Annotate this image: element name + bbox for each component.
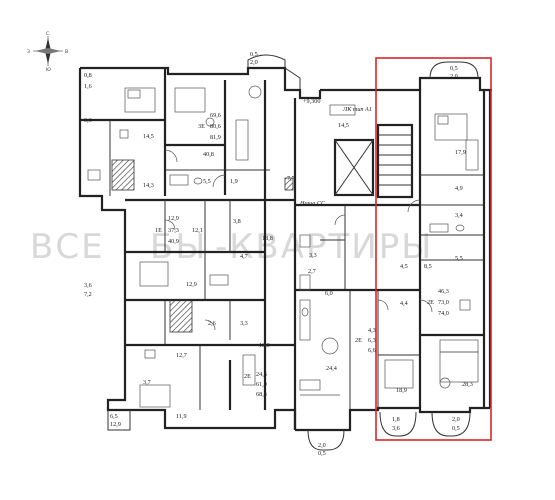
- furniture: [87, 85, 479, 408]
- room-label: 1Е: [155, 227, 162, 234]
- room-label: 0,5: [450, 65, 458, 72]
- niche-label: Ниша СС: [299, 200, 326, 207]
- room-label: 3,3: [240, 320, 248, 327]
- room-label: 80,6: [210, 123, 221, 130]
- room-label: 14,3: [143, 182, 154, 189]
- room-label: 12,9: [110, 421, 121, 428]
- room-label: 81,9: [210, 134, 221, 141]
- room-label: 0,5: [452, 425, 460, 432]
- room-label: 13,9: [259, 342, 270, 349]
- room-label: 2,6: [208, 320, 216, 327]
- room-label: 6,6: [368, 347, 376, 354]
- doors: [164, 149, 433, 331]
- balconies: [107, 54, 479, 451]
- room-label: 2,0: [318, 442, 326, 449]
- room-label: 5,5: [455, 255, 463, 262]
- room-label: 8,5: [424, 263, 432, 270]
- room-label: 2,7: [308, 268, 316, 275]
- selected-apartment-outline: [375, 57, 492, 441]
- apartment-type-label: ЛК тип А1: [342, 106, 372, 113]
- room-label: 6,0: [325, 290, 333, 297]
- room-label: 0,5: [318, 450, 326, 457]
- room-label: 24,4: [326, 365, 337, 372]
- room-label: 2Е: [355, 337, 362, 344]
- room-label: 68,4: [256, 391, 267, 398]
- room-label: 4,7: [240, 253, 248, 260]
- watermark: ВСЕ: [30, 227, 105, 267]
- hatched-elements: [111, 159, 294, 333]
- room-label: 3Е: [198, 123, 205, 130]
- room-label: 3,6: [84, 117, 92, 124]
- compass-north: С: [46, 31, 49, 37]
- watermark-3: -КВАРТИРЫ: [215, 227, 433, 267]
- room-label: 40,9: [168, 238, 179, 245]
- room-label: 61,9: [256, 381, 267, 388]
- room-label: 2,0: [250, 59, 258, 66]
- room-label: 73,0: [438, 299, 449, 306]
- room-label: 12,1: [192, 227, 203, 234]
- room-label: 4,9: [455, 185, 463, 192]
- room-label: 3,8: [233, 218, 241, 225]
- room-label: 6,5: [110, 413, 118, 420]
- room-label: 2Е: [244, 373, 251, 380]
- room-label: 11,9: [176, 413, 187, 420]
- room-label: 28,3: [462, 381, 473, 388]
- room-label: 24,6: [256, 371, 267, 378]
- room-label: 17,9: [455, 149, 466, 156]
- compass-south: Ю: [46, 67, 51, 73]
- room-label: 14,5: [143, 133, 154, 140]
- outer-walls: [78, 66, 492, 432]
- room-label: 40,8: [203, 151, 214, 158]
- room-label: 2,0: [450, 73, 458, 80]
- room-label: 1,8: [392, 416, 400, 423]
- room-label: 2,0: [452, 416, 460, 423]
- room-label: 7,2: [84, 291, 92, 298]
- room-label: 5,5: [203, 178, 211, 185]
- room-label: 1,9: [230, 178, 238, 185]
- room-label: 18,9: [396, 387, 407, 394]
- room-label: 12,7: [176, 352, 187, 359]
- room-label: 74,0: [438, 310, 449, 317]
- room-label: 3,4: [455, 212, 463, 219]
- room-label: 4,3: [368, 327, 376, 334]
- room-label: 0,8: [84, 72, 92, 79]
- room-label: 18,8: [262, 235, 273, 242]
- room-label: 3,7: [143, 379, 151, 386]
- elevation-mark: +9,300: [303, 98, 320, 105]
- room-label: 3,6: [84, 282, 92, 289]
- room-label: 12,9: [186, 281, 197, 288]
- room-label: 4,5: [400, 263, 408, 270]
- room-label: 3,3: [309, 252, 317, 259]
- room-label: 4,4: [400, 300, 408, 307]
- room-label: 37,3: [168, 227, 179, 234]
- room-label: 46,3: [438, 288, 449, 295]
- room-label: 6,3: [368, 337, 376, 344]
- room-label: 2Е: [427, 299, 434, 306]
- room-label: 1,6: [84, 83, 92, 90]
- interior-walls: [80, 68, 484, 430]
- room-label: 14,5: [338, 122, 349, 129]
- room-label: 12,9: [168, 215, 179, 222]
- room-label: 69,6: [210, 112, 221, 119]
- room-label: 3,6: [392, 425, 400, 432]
- compass-west: З: [27, 49, 30, 55]
- room-label: 7,7: [287, 175, 295, 182]
- compass-icon: С Ю З В: [27, 31, 68, 73]
- room-labels: 0,5 2,0 0,8 1,6 3,6 14,5 14,3 3Е 69,6 80…: [84, 51, 473, 457]
- compass-east: В: [65, 49, 68, 55]
- room-label: 0,5: [250, 51, 258, 58]
- watermark-2: БЫ: [150, 227, 207, 267]
